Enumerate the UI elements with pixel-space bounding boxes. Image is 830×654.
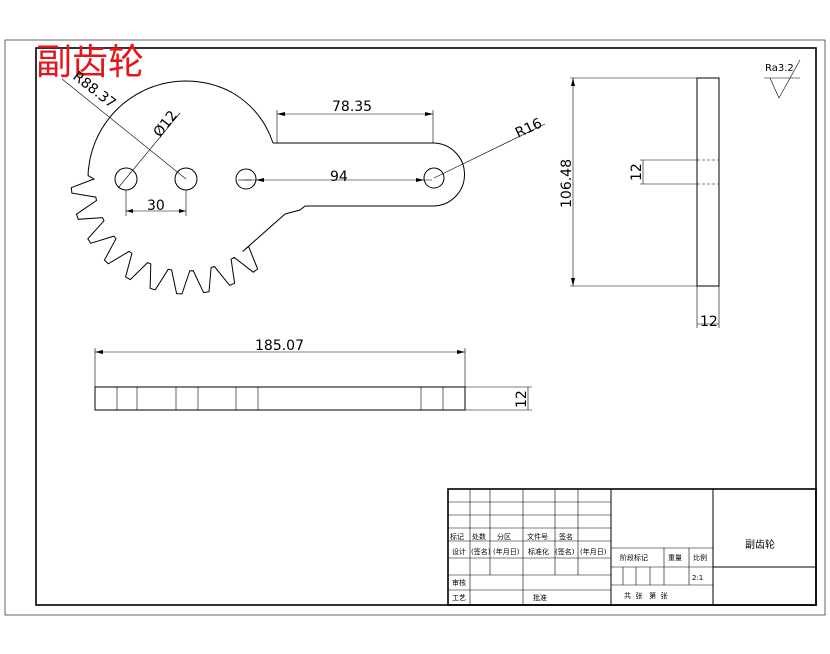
drawing-frame (35, 47, 817, 606)
tb-header-mark: 标记 (450, 532, 464, 541)
tb-review: 审核 (452, 578, 466, 587)
tb-weight: 重量 (668, 554, 682, 562)
dim-center-distance: 94 (330, 169, 348, 185)
dim-bottom-length: 185.07 (255, 338, 304, 354)
gear-arm-transition (231, 92, 274, 144)
sheet-border (4, 39, 826, 616)
hole-4 (423, 167, 445, 189)
tb-scale-value: 2:1 (692, 574, 703, 582)
tb-sheets: 共 张 第 张 (624, 591, 668, 600)
drawing-title-stamp: 副齿轮 (36, 42, 144, 83)
svg-text:(签名): (签名) (555, 547, 575, 556)
gear-side-view: 106.48 12 12 (559, 77, 720, 330)
tb-scale-label: 比例 (693, 553, 707, 562)
leader-end-radius (433, 123, 546, 179)
leader-hole-diameter (117, 112, 181, 189)
tb-header-file: 文件号 (527, 532, 548, 541)
dim-end-radius: R16 (513, 115, 545, 141)
tb-header-count: 处数 (472, 532, 486, 541)
gear-front-view: 94 R88.37 Ø12 30 78.35 R16 (61, 69, 546, 295)
roughness-check-icon (764, 59, 801, 99)
tb-stage: 阶段标记 (620, 553, 648, 562)
tb-process: 工艺 (452, 594, 466, 602)
dim-side-hole: 12 (629, 163, 645, 181)
hole-1 (114, 167, 138, 191)
dim-side-thickness: 12 (700, 314, 718, 330)
dim-hole-diameter: Ø12 (151, 108, 181, 141)
title-block: 标记 处数 分区 文件号 签名 设计 (签名) (年月日) 标准化 (签名) (… (447, 488, 817, 606)
svg-text:(年月日): (年月日) (493, 547, 520, 556)
gear-bottom-view: 185.07 12 (94, 338, 532, 411)
dim-slot-length: 78.35 (332, 99, 372, 115)
tb-part-name: 副齿轮 (745, 538, 775, 551)
hole-3 (235, 168, 257, 190)
dim-hole-spacing: 30 (147, 198, 165, 214)
bottom-view-body (94, 386, 466, 411)
dim-bottom-thickness: 12 (514, 390, 530, 408)
tb-header-zone: 分区 (497, 532, 511, 541)
dim-side-height: 106.48 (559, 159, 575, 208)
side-view-body (696, 77, 720, 287)
tb-approve: 批准 (533, 593, 547, 602)
gear-outline (70, 80, 286, 295)
svg-text:(年月日): (年月日) (580, 547, 607, 556)
leader-outer-radius (61, 78, 187, 180)
roughness-value: Ra3.2 (765, 63, 794, 74)
link-arm-outline (273, 142, 465, 215)
tb-design: 设计 (452, 547, 466, 556)
svg-text:(签名): (签名) (471, 547, 491, 556)
roughness-symbol: Ra3.2 (764, 59, 801, 99)
tb-header-sign: 签名 (559, 532, 573, 541)
svg-text:标准化: 标准化 (528, 547, 549, 556)
